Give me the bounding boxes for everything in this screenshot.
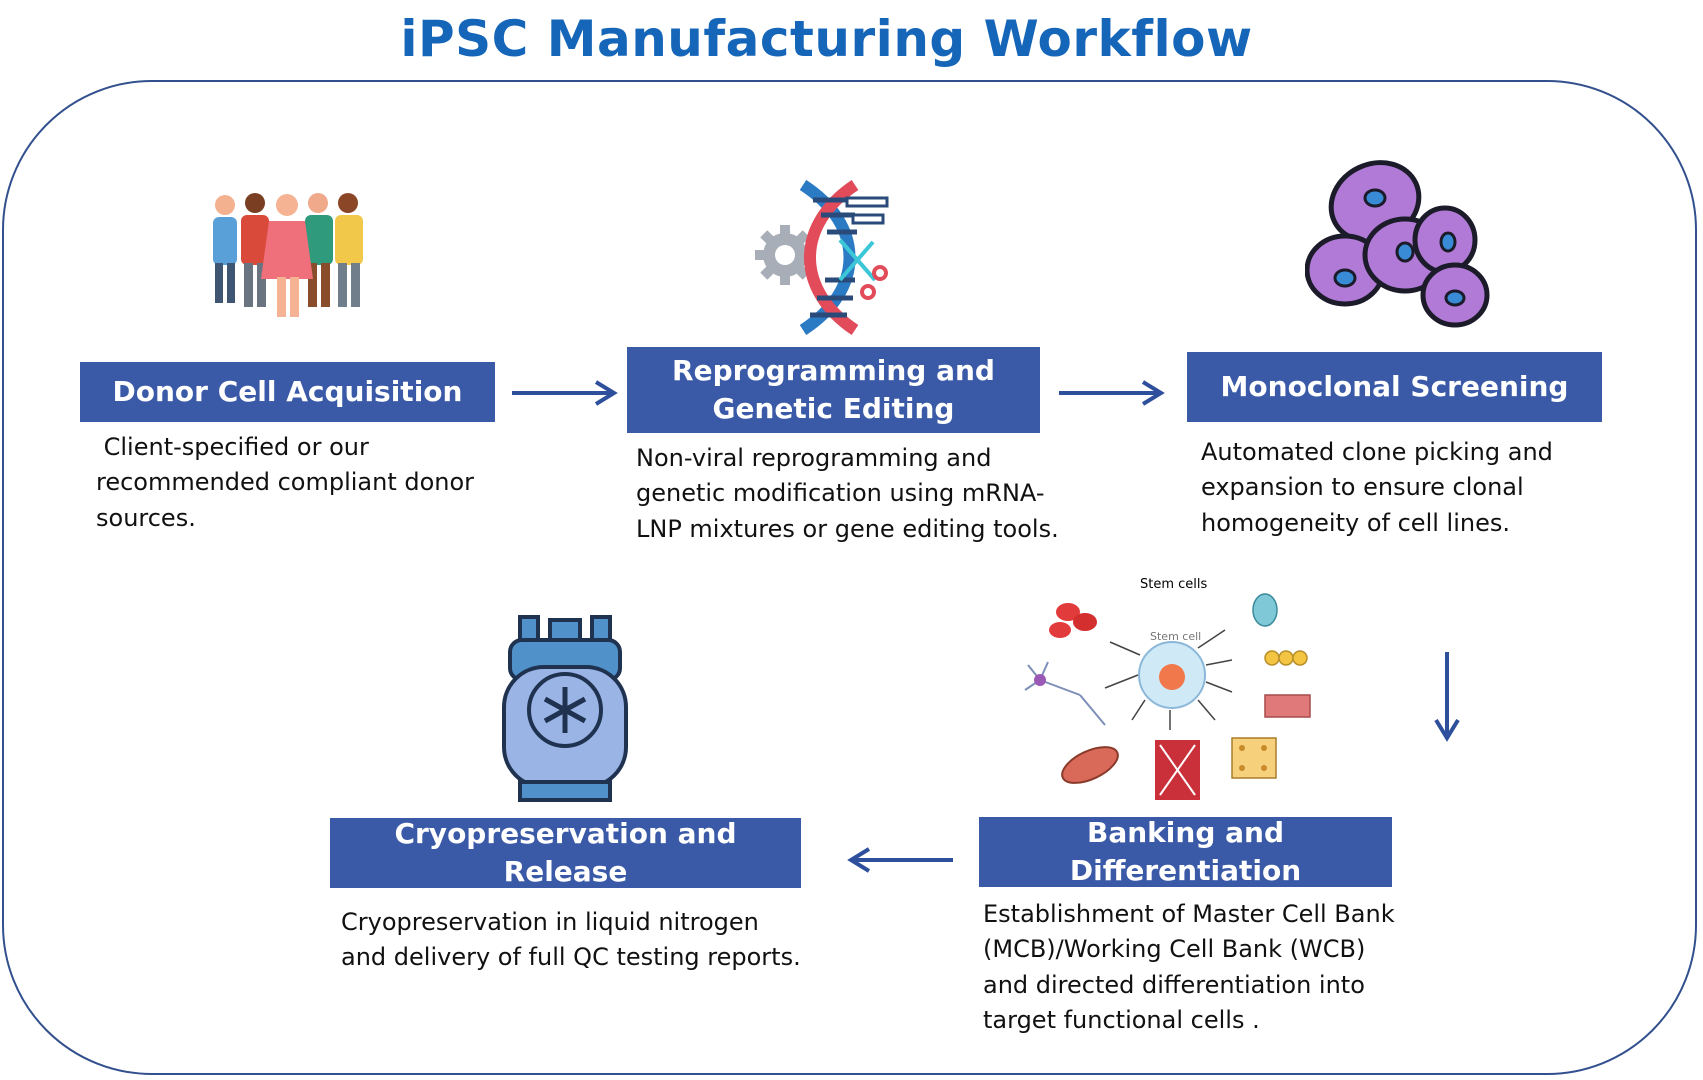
stem-figure-heading: Stem cells: [1140, 577, 1208, 592]
stage-cryopreservation-release: Cryopreservation and Release: [330, 817, 801, 888]
stage-reprogramming-label-line-1: Reprogramming and: [672, 354, 995, 388]
people-group-icon: [213, 193, 363, 317]
dna-editing-icon: [755, 180, 889, 335]
stem-figure-center-label: Stem cell: [1150, 630, 1201, 643]
arrow-reprogramming-to-screening: [1059, 380, 1165, 406]
arrow-donor-to-reprogramming: [512, 380, 618, 406]
stage-reprogramming-genetic-editing: Reprogramming and Genetic Editing: [627, 347, 1040, 433]
stem-cell-differentiation-icon: Stem cells Stem cell: [1024, 577, 1311, 800]
stage-monoclonal-desc: Automated clone picking and expansion to…: [1201, 438, 1553, 537]
stage-reprogramming-label-line-2: Genetic Editing: [712, 392, 955, 425]
stage-cryo-desc: Cryopreservation in liquid nitrogen and …: [341, 908, 801, 972]
stage-banking-desc: Establishment of Master Cell Bank (MCB)/…: [983, 900, 1395, 1034]
arrow-banking-to-cryopreservation: [847, 847, 953, 873]
page-title: iPSC Manufacturing Workflow: [400, 10, 1253, 68]
workflow-frame: [2, 80, 1697, 1075]
arrow-screening-to-banking: [1434, 652, 1460, 742]
cryo-tank-icon: [502, 615, 628, 802]
stage-monoclonal-screening: Monoclonal Screening: [1187, 352, 1602, 422]
stage-donor-desc: Client-specified or our recommended comp…: [96, 433, 475, 532]
cells-cluster-icon: [1305, 160, 1490, 328]
stage-donor-cell-acquisition: Donor Cell Acquisition: [80, 362, 495, 422]
stage-banking-differentiation: Banking and Differentiation: [979, 816, 1392, 887]
stage-reprogramming-desc: Non-viral reprogramming and genetic modi…: [636, 444, 1059, 543]
